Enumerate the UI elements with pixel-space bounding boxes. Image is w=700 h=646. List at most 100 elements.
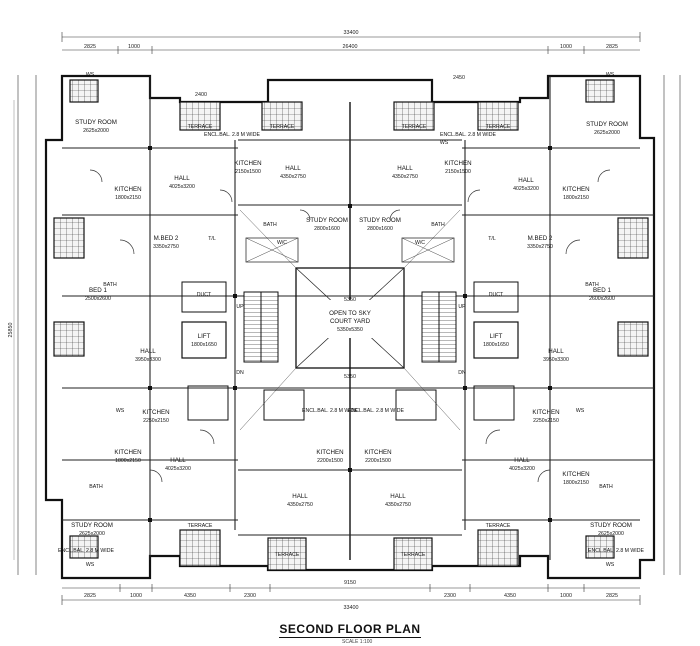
- room-hall-bottom-center-left-dim: 4350x2750: [287, 502, 313, 508]
- label-bath: BATH: [431, 222, 445, 228]
- terrace-label: TERRACE: [486, 523, 511, 529]
- balcony-tile: [617, 217, 649, 259]
- room-master-bed-left-dim: 3350x2750: [153, 244, 179, 250]
- room-hall-mid-left-dim: 3950x3300: [135, 357, 161, 363]
- room-kitchen-top-center-left: KITCHEN: [234, 160, 261, 167]
- room-duct-right: DUCT: [489, 292, 504, 298]
- room-kitchen-mid-left: KITCHEN: [142, 409, 169, 416]
- room-hall-bottom-center-right-dim: 4350x2750: [385, 502, 411, 508]
- dim-bottom-2825-right: 2825: [606, 593, 618, 599]
- label-encl-balcony: ENCL.BAL. 2.8 M WIDE: [302, 408, 358, 414]
- terrace-label: TERRACE: [486, 124, 511, 130]
- room-hall-mid-right-dim: 3950x3300: [543, 357, 569, 363]
- dim-top-1000-left: 1000: [128, 44, 140, 50]
- room-study-bottom-left: STUDY ROOM: [71, 522, 113, 529]
- room-study-bottom-left-dim: 2625x2000: [79, 531, 105, 537]
- room-kitchen-bottom-center-left-dim: 2200x1500: [317, 458, 343, 464]
- label-ws: WS: [86, 562, 95, 568]
- room-kitchen-mid-right-dim: 2250x2150: [533, 418, 559, 424]
- dim-side-total: 25850: [8, 323, 14, 338]
- label-toilet: T/L: [488, 236, 496, 242]
- terrace-tile: [261, 101, 303, 131]
- dim-top-right: 2825: [606, 44, 618, 50]
- room-hall-top-right: HALL: [518, 177, 534, 184]
- room-kitchen-top-center-left-dim: 2150x1500: [235, 169, 261, 175]
- room-lift-right: LIFT: [490, 333, 503, 340]
- court-yard: OPEN TO SKY COURT YARD 5350x5350 5350 53…: [239, 209, 461, 431]
- room-kitchen-mid-left-dim: 2250x2150: [143, 418, 169, 424]
- label-bath: BATH: [89, 484, 103, 490]
- room-hall-top-right-dim: 4025x3200: [513, 186, 539, 192]
- balcony-tile: [585, 79, 615, 103]
- door-swings: [89, 169, 611, 483]
- column-markers: [148, 146, 552, 522]
- label-encl-balcony: ENCL.BAL. 2.8 M WIDE: [348, 408, 404, 414]
- court-width-dim: 5350: [344, 297, 356, 303]
- terraces: [53, 79, 649, 571]
- court-yard-label: COURT YARD: [330, 318, 371, 325]
- room-kitchen-mid-right: KITCHEN: [532, 409, 559, 416]
- plan-scale: SCALE 1:100: [342, 639, 373, 645]
- room-lift-right-dim: 1800x1650: [483, 342, 509, 348]
- stair-down-left: DN: [236, 370, 244, 376]
- dim-terrace-width: 2400: [195, 92, 207, 98]
- room-duct-left: DUCT: [197, 292, 212, 298]
- dim-mid-gap: 2450: [453, 75, 465, 81]
- label-ws: WS: [440, 140, 449, 146]
- court-width-dim-2: 5350: [344, 374, 356, 380]
- room-study-center-left: STUDY ROOM: [306, 217, 348, 224]
- label-bath: BATH: [585, 282, 599, 288]
- terrace-tile: [393, 101, 435, 131]
- dim-bottom-2300-right: 2300: [444, 593, 456, 599]
- room-hall-mid-left: HALL: [140, 348, 156, 355]
- room-bed-right-dim: 2600x2600: [589, 296, 615, 302]
- terrace-label: TERRACE: [402, 124, 427, 130]
- room-kitchen-top-left-dim: 1800x2150: [115, 195, 141, 201]
- balcony-tile: [69, 535, 99, 559]
- room-hall-top-center-right-dim: 4350x2750: [392, 174, 418, 180]
- room-study-top-left: STUDY ROOM: [75, 119, 117, 126]
- label-wc: W/C: [415, 240, 425, 246]
- room-hall-bottom-right: HALL: [514, 457, 530, 464]
- room-study-center-right-dim: 2800x1600: [367, 226, 393, 232]
- terrace-tile: [179, 101, 221, 131]
- dim-top-1000-right: 1000: [560, 44, 572, 50]
- label-encl-balcony: ENCL.BAL. 2.8 M WIDE: [204, 132, 260, 138]
- label-ws: WS: [116, 408, 125, 414]
- balcony-tile: [53, 321, 85, 357]
- dim-bottom-2300-left: 2300: [244, 593, 256, 599]
- label-ws: WS: [86, 72, 95, 78]
- terrace-label: TERRACE: [188, 124, 213, 130]
- dim-inner-top: 26400: [343, 44, 358, 50]
- room-kitchen-top-right-dim: 1800x2150: [563, 195, 589, 201]
- terrace-tile: [477, 101, 519, 131]
- terrace-label: TERRACE: [188, 523, 213, 529]
- room-master-bed-right-dim: 3350x2750: [527, 244, 553, 250]
- stair-up-left: UP: [236, 304, 244, 310]
- room-study-center-left-dim: 2800x1600: [314, 226, 340, 232]
- balcony-tile: [617, 321, 649, 357]
- room-kitchen-bottom-center-right-dim: 2200x1500: [365, 458, 391, 464]
- lift-boxes: [181, 281, 519, 421]
- court-dim: 5350x5350: [337, 327, 363, 333]
- label-ws: WS: [606, 72, 615, 78]
- dim-overall-top: 33400: [344, 30, 359, 36]
- court-open-to-sky-label: OPEN TO SKY: [329, 310, 371, 317]
- room-hall-bottom-left-dim: 4025x3200: [165, 466, 191, 472]
- room-kitchen-top-left: KITCHEN: [114, 186, 141, 193]
- room-kitchen-top-center-right-dim: 2150x1500: [445, 169, 471, 175]
- label-ws: WS: [576, 408, 585, 414]
- room-study-center-right: STUDY ROOM: [359, 217, 401, 224]
- label-encl-balcony: ENCL.BAL. 2.8 M WIDE: [588, 548, 644, 554]
- room-kitchen-bottom-left-dim: 1800x2150: [115, 458, 141, 464]
- room-labels: STUDY ROOM 2625x2000 STUDY ROOM 2625x200…: [58, 72, 644, 568]
- room-hall-bottom-center-left: HALL: [292, 493, 308, 500]
- room-kitchen-top-right: KITCHEN: [562, 186, 589, 193]
- dim-bottom-inner: 9150: [344, 580, 356, 586]
- room-master-bed-left: M.BED 2: [154, 235, 179, 242]
- terrace-tile: [393, 537, 433, 571]
- terrace-tile: [477, 529, 519, 567]
- room-hall-top-left: HALL: [174, 175, 190, 182]
- room-hall-mid-right: HALL: [548, 348, 564, 355]
